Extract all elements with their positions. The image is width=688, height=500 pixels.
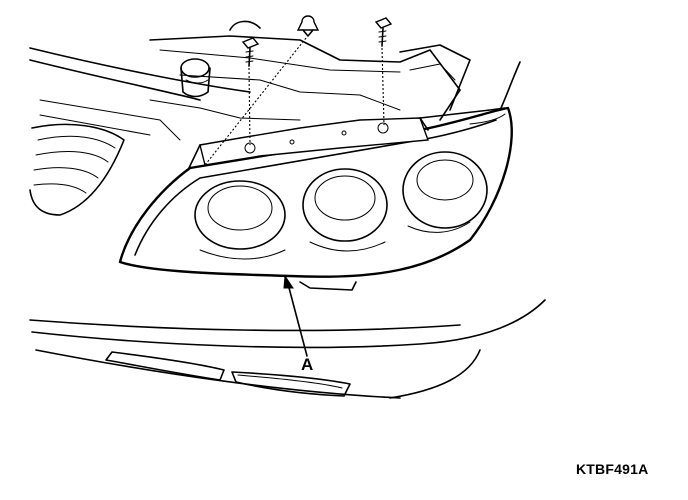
fender: [31, 61, 546, 399]
bolt-right: [374, 17, 393, 47]
install-line-center: [204, 37, 307, 166]
front-bumper: [29, 281, 461, 399]
bumper-vent: [105, 351, 225, 381]
install-line-right: [381, 47, 385, 126]
front-grille: [29, 123, 125, 216]
install-line-left: [248, 67, 251, 146]
clip-center: [296, 15, 320, 37]
callout-a-leader: [283, 274, 308, 357]
callout-a: A: [301, 355, 314, 374]
radiator-support: [29, 20, 471, 141]
figure-code: KTBF491A: [576, 461, 649, 477]
bolt-left: [241, 37, 260, 67]
reservoir-cap: [180, 58, 211, 98]
fog-lamp: [231, 371, 351, 397]
headlamp-assembly: [118, 106, 513, 278]
